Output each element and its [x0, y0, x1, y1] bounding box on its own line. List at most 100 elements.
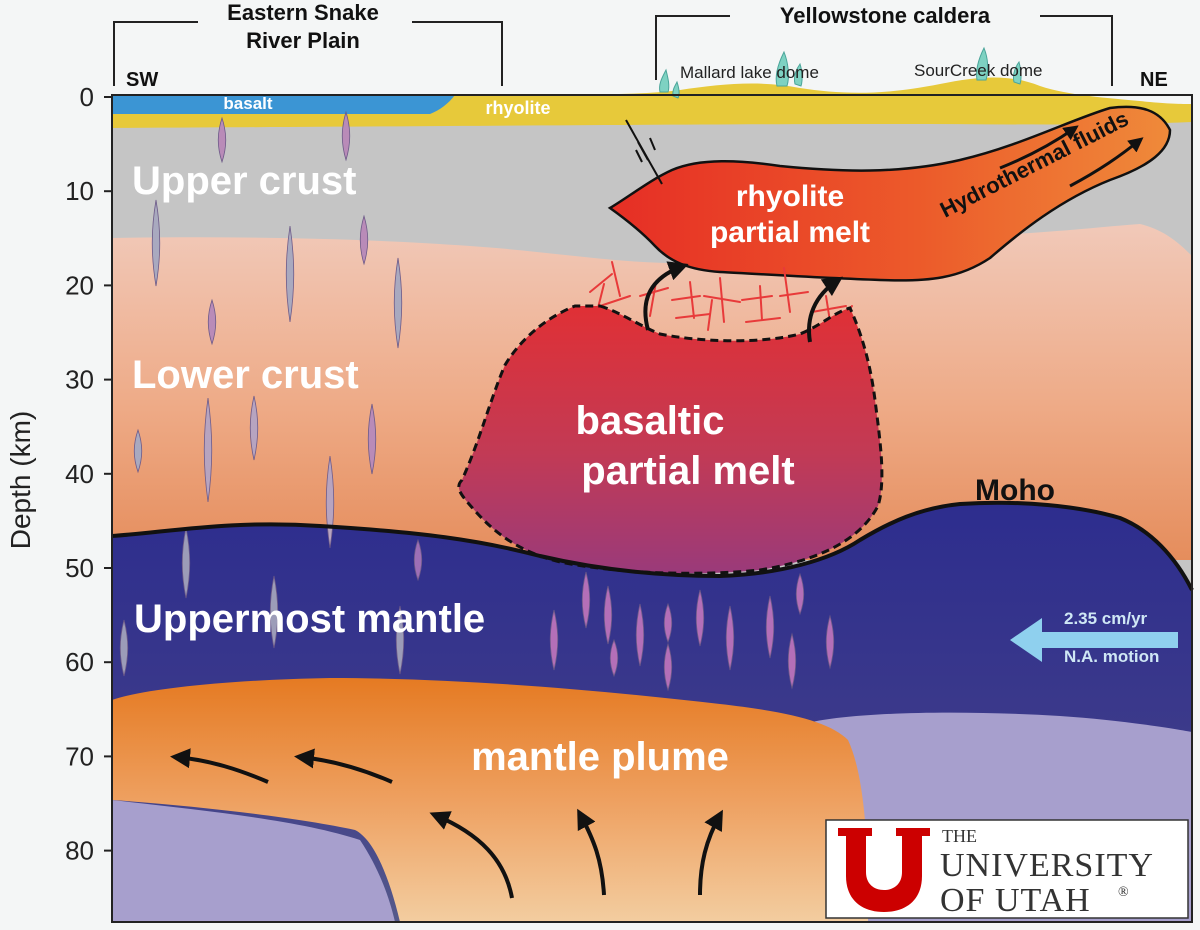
magma-streak [207, 298, 217, 346]
deep-mantle-left [112, 800, 395, 922]
magma-streaks [119, 110, 835, 692]
university-of-utah-logo: THE UNIVERSITY OF UTAH ® [825, 819, 1189, 919]
depth-tick-label: 50 [65, 553, 94, 583]
region-labels: Eastern Snake River Plain Yellowstone ca… [126, 0, 1168, 118]
magma-streak [217, 116, 227, 164]
magma-streak [787, 632, 797, 690]
magma-streak [367, 403, 377, 475]
depth-tick-label: 0 [80, 82, 94, 112]
melt-crack [649, 281, 657, 317]
mantle-plume-label: mantle plume [471, 735, 729, 779]
melt-crack [611, 261, 621, 297]
ne-label: NE [1140, 69, 1168, 91]
depth-tick-label: 10 [65, 176, 94, 206]
magma-streak [725, 605, 735, 671]
yellowstone-bracket [655, 15, 730, 80]
upper-crust-label: Upper crust [132, 159, 357, 203]
rhyolite-melt-body [607, 105, 1172, 282]
plume-arrow-5 [698, 809, 723, 896]
melt-crack [589, 273, 613, 293]
plume-arrow-4 [577, 808, 606, 896]
basaltic-melt-label-line2: partial melt [581, 449, 794, 493]
basaltic-melt-body [457, 304, 884, 575]
magma-streak [695, 589, 705, 647]
mantle-plume-layer [112, 678, 868, 922]
basaltic-melt-label-line1: basaltic [576, 399, 725, 443]
magma-streak [285, 225, 295, 323]
plume-arrow-2 [294, 748, 393, 784]
magma-streak [181, 527, 191, 599]
logo-the: THE [942, 826, 977, 846]
magma-streak [795, 572, 805, 616]
rhyolite-melt-label-line1: rhyolite [736, 180, 844, 213]
melt-crack [741, 295, 773, 301]
layer-labels: Upper crust Lower crust Uppermost mantle… [132, 159, 1055, 779]
magma-streak [341, 110, 351, 162]
region-brackets [113, 15, 1113, 86]
melt-crack [719, 277, 725, 323]
logo-registered-mark: ® [1118, 885, 1129, 900]
melt-crack [745, 317, 781, 323]
depth-axis-label: Depth (km) [5, 411, 36, 549]
magma-streak [393, 257, 403, 349]
surface-strip [112, 77, 1192, 128]
uppermost-mantle-label: Uppermost mantle [134, 597, 485, 641]
rhyolite-surface-label: rhyolite [485, 98, 550, 118]
flow-arrows [170, 125, 1144, 899]
block-u-mark [838, 828, 930, 912]
sw-label: SW [126, 69, 158, 91]
fault-symbol [625, 119, 663, 185]
magma-streak [203, 397, 213, 503]
magma-streak [549, 609, 559, 671]
melt-rise-arrow-left [643, 261, 689, 331]
basalt-label: basalt [223, 94, 272, 113]
magma-streak [249, 395, 259, 461]
magma-streak [663, 602, 673, 644]
melt-crack [707, 299, 713, 331]
depth-tick-label: 70 [65, 741, 94, 771]
magma-streak [269, 575, 279, 649]
logo-university: UNIVERSITY [940, 847, 1154, 884]
plume-arrow-1 [170, 748, 269, 784]
yellowstone-label: Yellowstone caldera [780, 3, 991, 28]
eastern-snake-label-line2: River Plain [246, 28, 360, 53]
na-motion-arrow [1010, 618, 1178, 662]
moho-label: Moho [975, 474, 1055, 507]
magma-streak [413, 538, 423, 582]
magma-streak [581, 571, 591, 629]
hydrothermal-arrow-2 [1069, 137, 1144, 188]
surface-domes [659, 46, 1022, 99]
melt-crack [783, 267, 791, 313]
depth-tick-label: 40 [65, 459, 94, 489]
sourcreek-dome-label: SourCreek dome [914, 61, 1043, 80]
magma-streak [395, 605, 405, 675]
rhyolite-surface [112, 77, 1192, 128]
depth-tick-label: 60 [65, 647, 94, 677]
mallard-dome-label: Mallard lake dome [680, 63, 819, 82]
melt-crack [759, 285, 763, 321]
logo-of-utah: OF UTAH [940, 882, 1091, 919]
eastern-snake-bracket [113, 21, 198, 86]
magma-streak [359, 214, 369, 266]
section-frame [111, 94, 1193, 923]
melt-crack [599, 295, 631, 307]
rhyolite-melt-label-line2: partial melt [710, 216, 870, 249]
magma-streak [603, 585, 613, 645]
lower-crust-label: Lower crust [132, 353, 359, 397]
magma-streak [151, 199, 161, 287]
melt-crack [675, 313, 711, 319]
moho-line [111, 500, 1194, 591]
na-motion-labels: 2.35 cm/yr N.A. motion [1064, 609, 1159, 666]
melt-crack [779, 291, 809, 297]
plume-arrow-3 [429, 811, 514, 899]
magma-streak [663, 642, 673, 692]
magma-streak [119, 619, 129, 677]
magma-streak [825, 614, 835, 670]
magma-streak [635, 603, 645, 667]
depth-tick-label: 20 [65, 270, 94, 300]
eastern-snake-label-line1: Eastern Snake [227, 0, 379, 25]
na-motion-label: N.A. motion [1064, 647, 1159, 666]
melt-crack [689, 281, 695, 319]
